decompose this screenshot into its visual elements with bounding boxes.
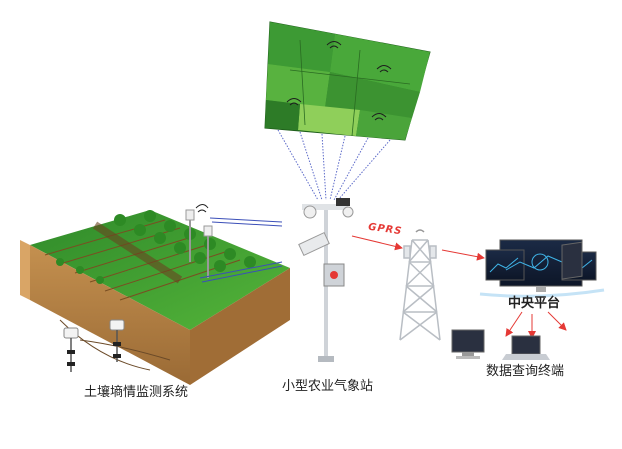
weather-station (298, 198, 354, 362)
soil-signal-lines (199, 217, 283, 283)
data-terminal-label: 数据查询终端 (486, 364, 565, 379)
weather-station-label: 小型农业气象站 (282, 379, 374, 394)
soil-sensor-left (63, 327, 79, 372)
gprs-arrow (351, 235, 403, 251)
cell-tower (399, 229, 441, 341)
field-sensor-poles (185, 204, 213, 278)
terminal-laptop (502, 335, 550, 360)
terminal-desktop (451, 329, 485, 359)
terminal-monitor (561, 241, 583, 280)
tower-to-platform-arrow (441, 249, 485, 261)
map-signal-lines (277, 129, 391, 201)
central-platform-label: 中央平台 (508, 296, 561, 311)
central-platform-displays (479, 239, 605, 298)
soil-system-label: 土壤墒情监测系统 (84, 385, 189, 400)
platform-to-terminal-arrows (505, 311, 567, 339)
aerial-field-map (264, 21, 431, 141)
soil-field-block (20, 210, 290, 385)
soil-sensor-right (109, 319, 125, 362)
